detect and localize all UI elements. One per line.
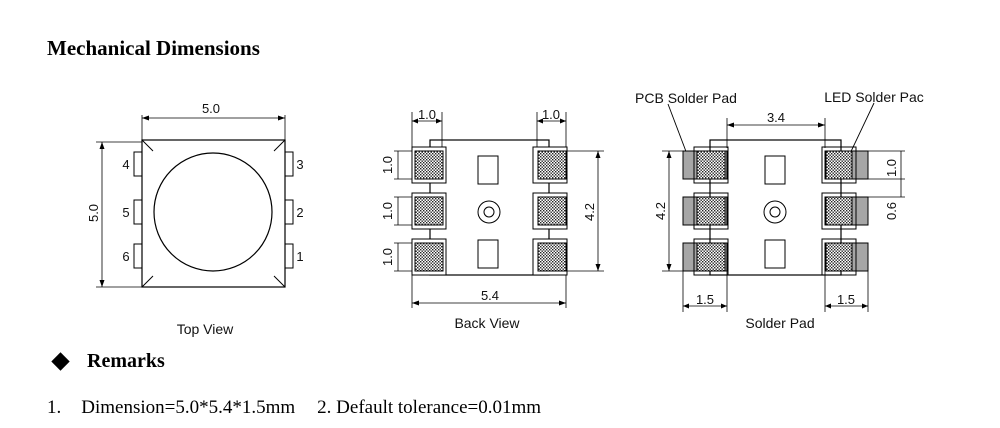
solder-pad-caption: Solder Pad [745, 315, 814, 331]
top-view-pin-6: 6 [122, 249, 129, 264]
back-view-body-height: 4.2 [582, 203, 597, 221]
top-view [96, 115, 294, 288]
solder-pad-left-width: 1.5 [696, 292, 714, 307]
top-view-pin-3: 3 [296, 157, 303, 172]
solder-pad-height: 4.2 [653, 202, 668, 220]
led-solder-pad-label: LED Solder Pac [824, 89, 924, 105]
solder-pad-inner-span: 3.4 [767, 110, 785, 125]
back-view-pad-height-3: 1.0 [380, 248, 395, 266]
top-view-pin-2: 2 [296, 205, 303, 220]
pcb-solder-pad-label: PCB Solder Pad [635, 90, 737, 106]
top-view-pin-1: 1 [296, 249, 303, 264]
solder-pad-right-width: 1.5 [837, 292, 855, 307]
top-view-caption: Top View [177, 321, 234, 337]
back-view-pad-width-right: 1.0 [542, 107, 560, 122]
back-view-pad-height-1: 1.0 [380, 156, 395, 174]
diamond-bullet-icon [51, 352, 70, 371]
note-number: 1. [47, 397, 62, 418]
note-tolerance: 2. Default tolerance=0.01mm [317, 397, 542, 418]
back-view-caption: Back View [454, 315, 520, 331]
remarks-title: Remarks [87, 350, 165, 372]
note-dimension: Dimension=5.0*5.4*1.5mm [81, 397, 296, 418]
back-view [394, 112, 604, 308]
top-view-pin-4: 4 [122, 157, 129, 172]
remarks-heading: Remarks [51, 350, 165, 373]
solder-pad-pad-height: 1.0 [884, 159, 899, 177]
top-view-width-label: 5.0 [202, 101, 220, 116]
page-title: Mechanical Dimensions [47, 36, 260, 60]
top-view-height-label: 5.0 [86, 204, 101, 222]
back-view-pad-height-2: 1.0 [380, 202, 395, 220]
remarks-notes: 1. Dimension=5.0*5.4*1.5mm 2. Default tole… [47, 397, 541, 419]
top-view-pin-5: 5 [122, 205, 129, 220]
back-view-pad-width-left: 1.0 [418, 107, 436, 122]
solder-pad-gap: 0.6 [884, 202, 899, 220]
solder-pad-view [662, 102, 905, 312]
back-view-overall-width: 5.4 [481, 288, 499, 303]
